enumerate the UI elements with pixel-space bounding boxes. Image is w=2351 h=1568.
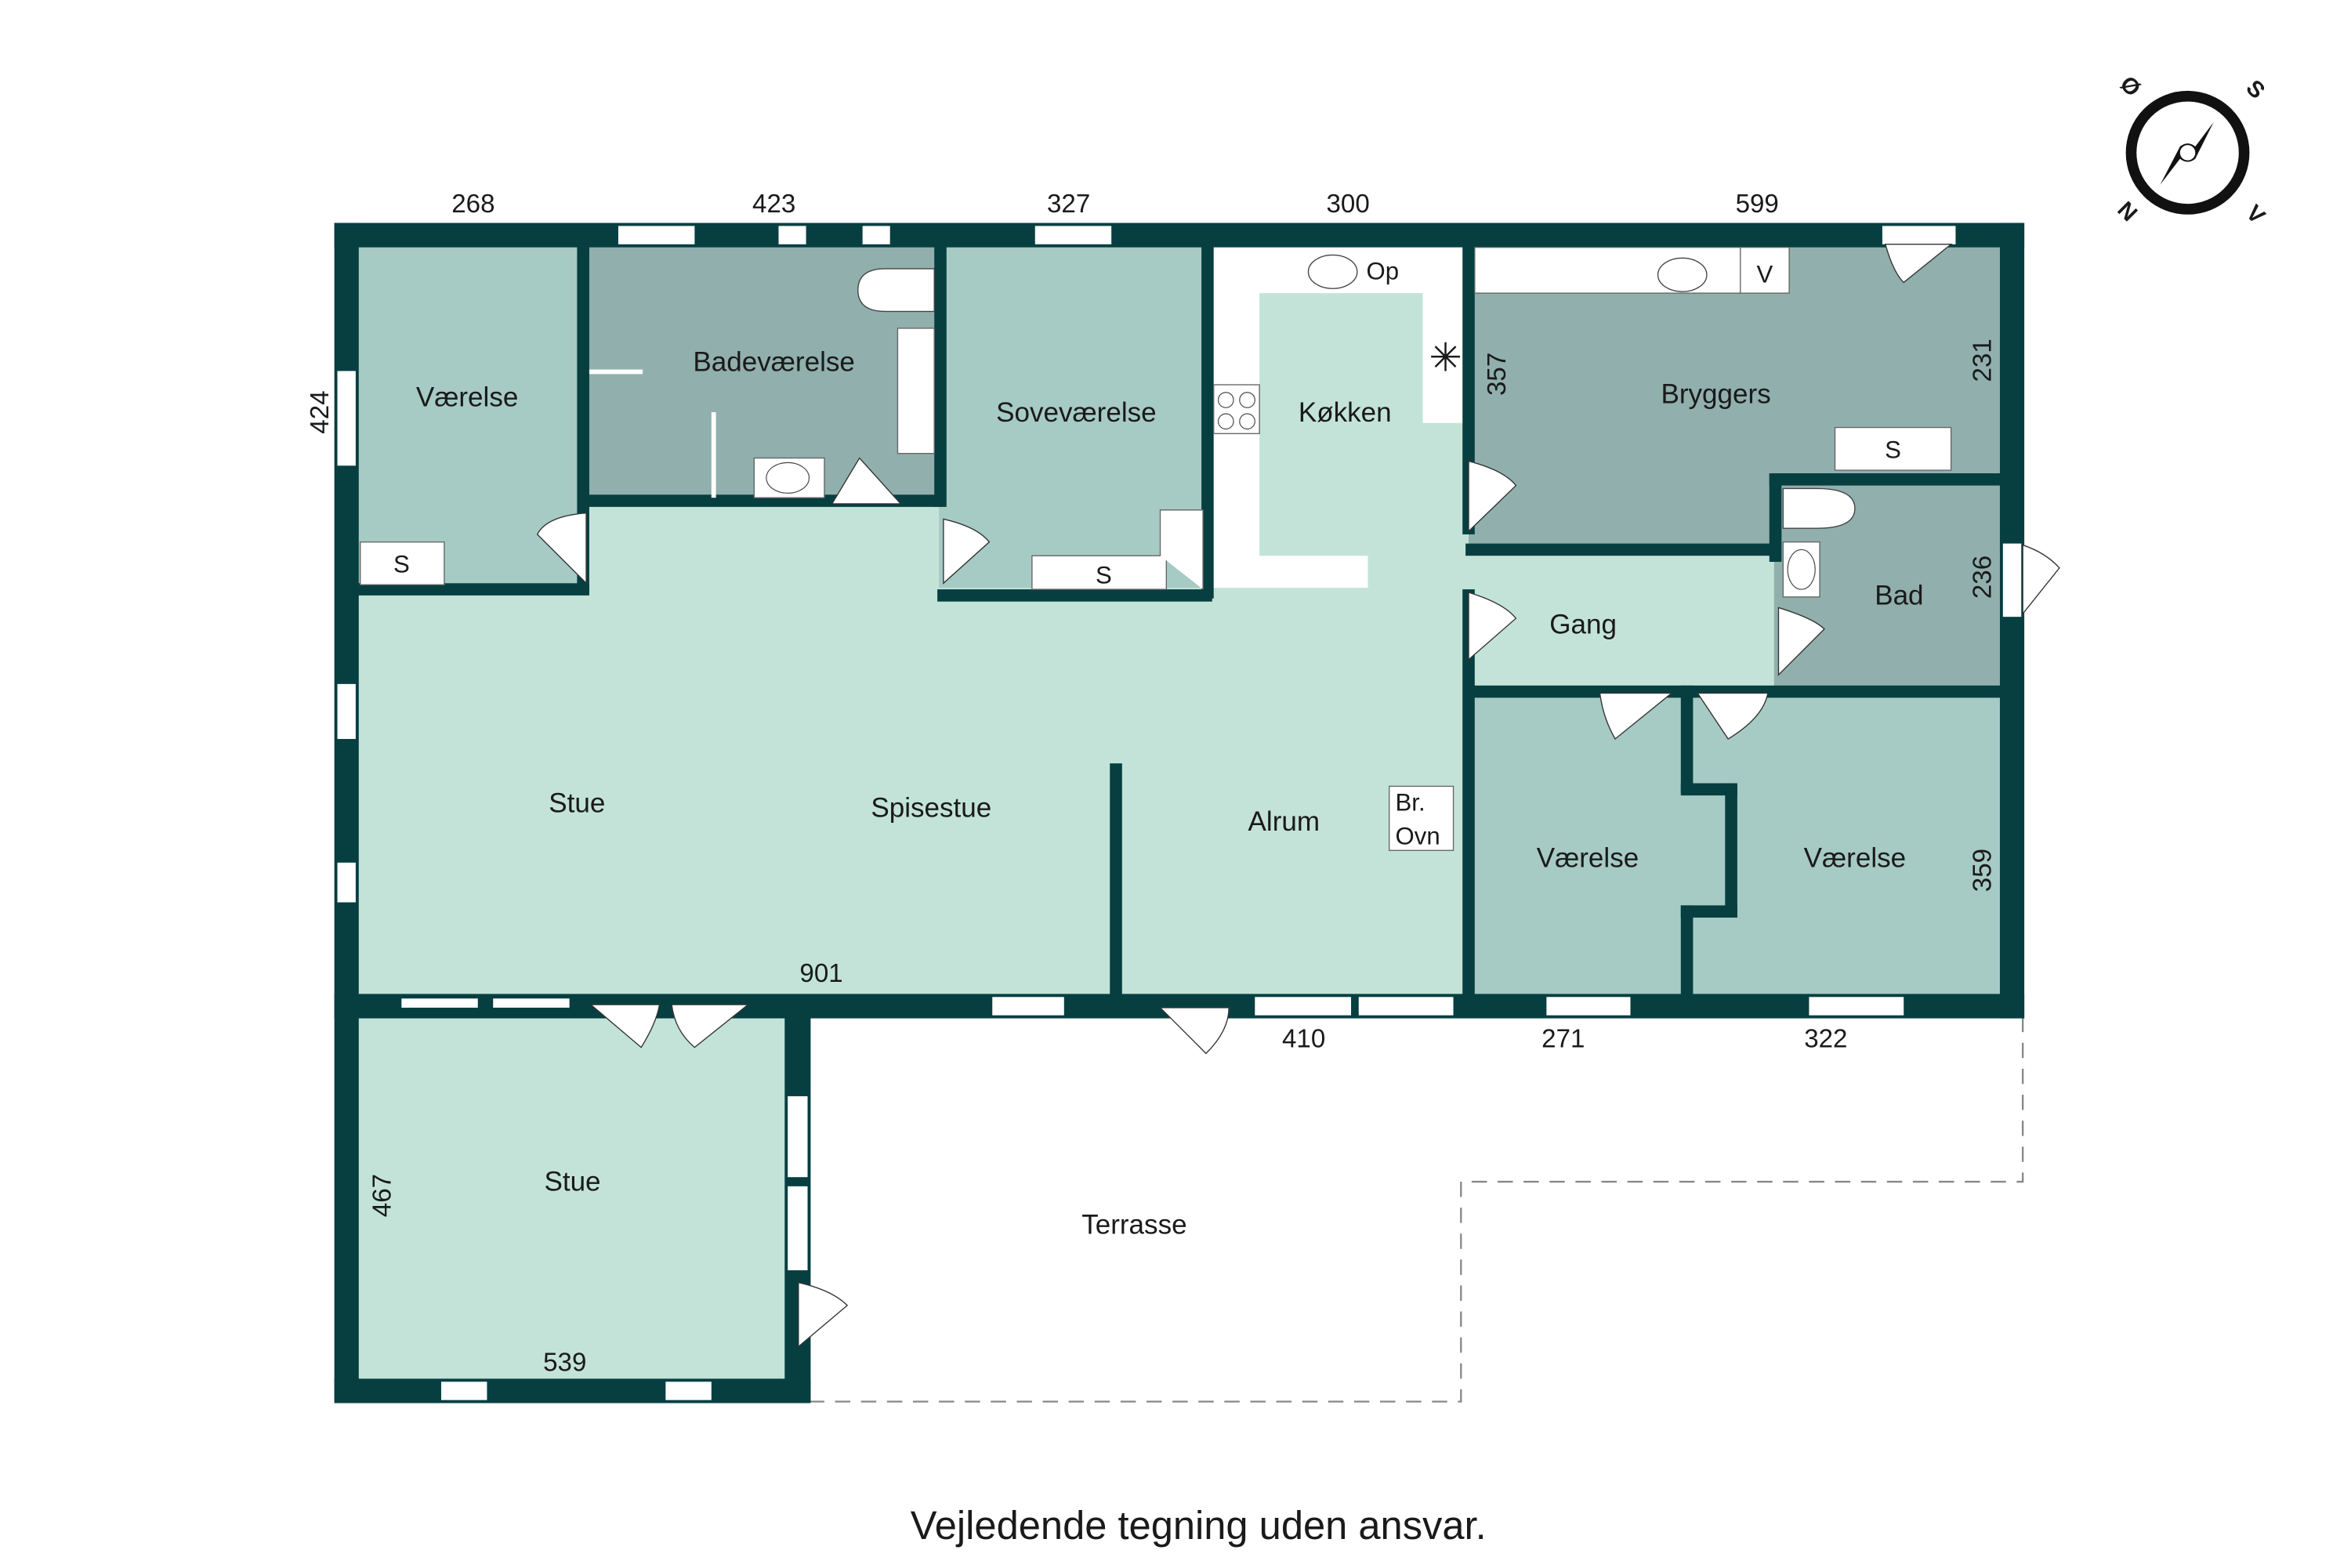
dimension-label: 231 [1968,339,1997,382]
stove-label-1: Br. [1396,789,1425,817]
doors [536,244,2060,1348]
dimension-label: 539 [543,1349,586,1378]
compass-label-north: N [2112,197,2142,227]
room-label-vaerelse-s1: Værelse [1537,843,1639,874]
dimension-label: 410 [1282,1025,1325,1054]
dimension-label: 599 [1736,190,1779,219]
compass-label-south: S [2241,75,2269,103]
closet-label: S [393,551,410,578]
dimension-label: 300 [1327,190,1370,219]
dimension-label: 271 [1541,1025,1585,1054]
dimension-label: 424 [306,390,335,433]
fridge-asterisk-icon: ✳ [1429,335,1462,379]
room-label-bryggers: Bryggers [1661,378,1770,409]
room-label-spisestue: Spisestue [871,792,991,823]
dimension-label: 901 [799,959,842,988]
stove-label-2: Ovn [1396,822,1440,849]
dimension-label: 357 [1483,353,1512,396]
dimension-label: 268 [451,190,494,219]
windows [337,226,2022,1400]
room-label-sovevaerelse: Soveværelse [996,397,1157,428]
disclaimer-caption: Vejledende tegning uden ansvar. [911,1503,1487,1548]
room-label-stue: Stue [549,788,605,819]
dimension-label: 467 [368,1174,397,1217]
dishwasher-label: Op [1367,258,1400,285]
terrace [809,1015,2024,1403]
room-label-alrum: Alrum [1248,806,1320,837]
dimension-label: 322 [1804,1025,1847,1054]
room-label-vaerelse-s2: Værelse [1804,843,1907,874]
room-label-stue-lower: Stue [544,1167,600,1197]
closet-label: S [1885,436,1901,464]
compass-label-east: Ø [2115,71,2146,102]
fixtures [360,246,1952,851]
closet-label: S [1096,561,1112,588]
room-label-kokken: Køkken [1299,397,1392,428]
compass-icon: Ø S N V [2112,71,2269,230]
room-label-bad: Bad [1875,581,1923,611]
compass-label-west: V [2241,201,2270,230]
room-label-badevaerelse: Badeværelse [693,346,854,377]
washer-label: V [1757,260,1773,288]
room-label-terrasse: Terrasse [1081,1209,1186,1240]
room-label-gang: Gang [1549,610,1617,640]
dimension-label: 423 [752,190,795,219]
dimension-label: 236 [1968,556,1997,599]
dimension-label: 327 [1047,190,1090,219]
dimension-label: 359 [1968,849,1997,892]
room-label-vaerelse-nw: Værelse [416,382,519,412]
